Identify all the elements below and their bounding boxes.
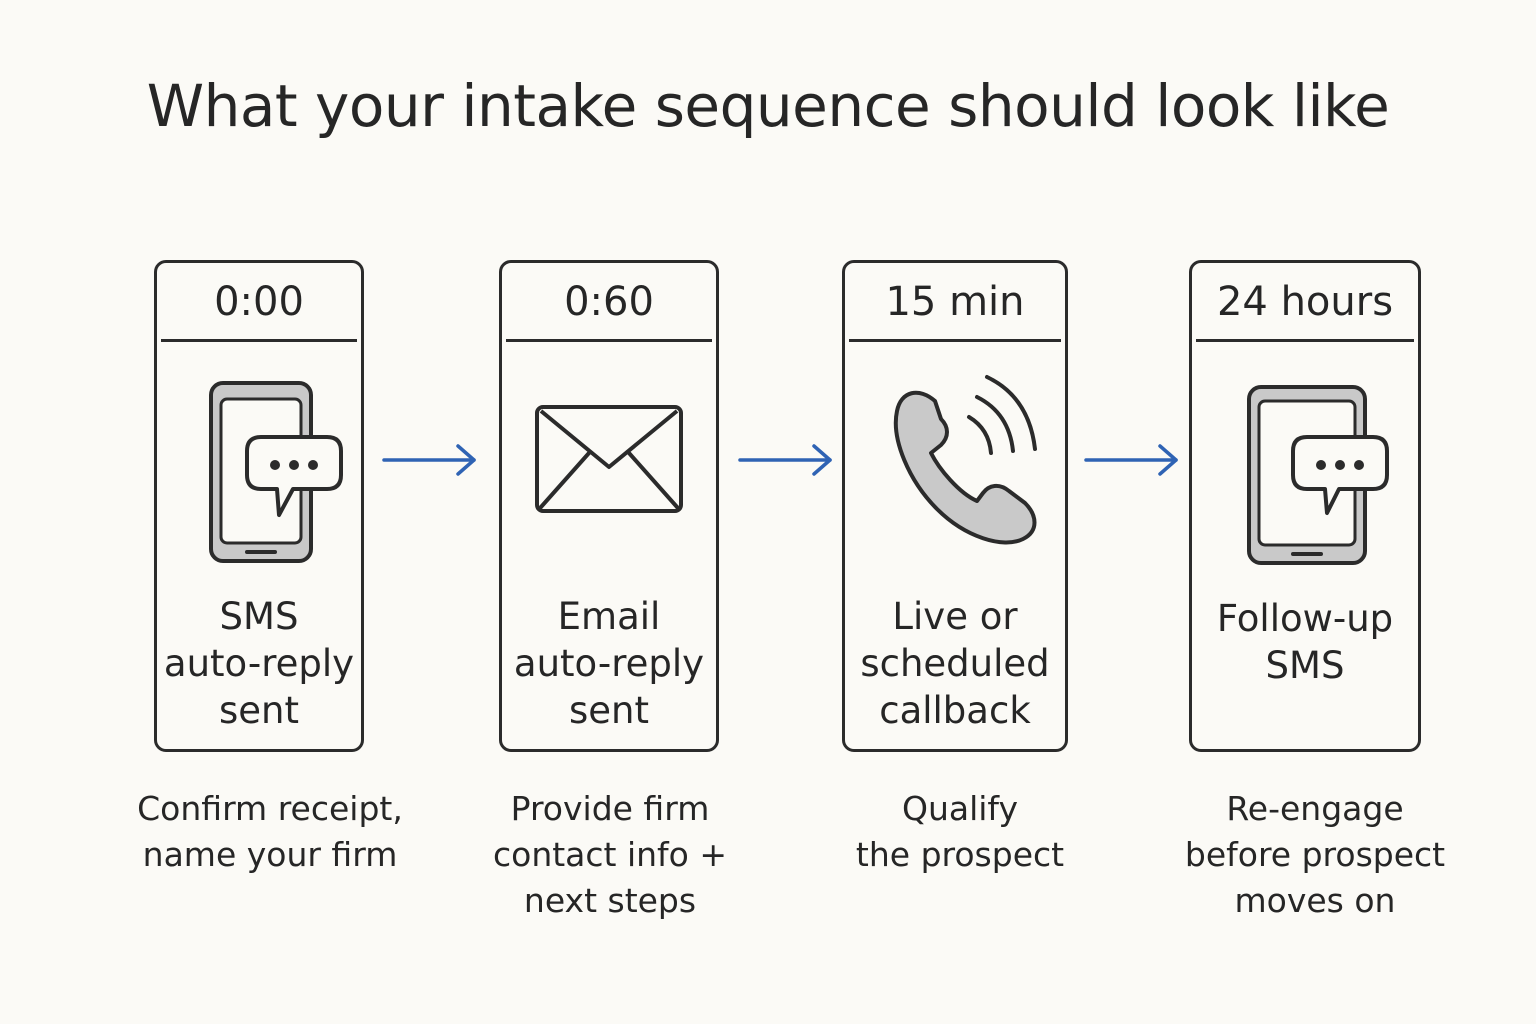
arrow-right-icon [738,444,832,476]
step-time: 24 hours [1216,279,1394,325]
divider [506,339,712,342]
step-caption-4: Re-engage before prospect moves on [1184,789,1446,920]
arrow-right-icon [382,444,476,476]
step-caption-2: Provide firm contact info + next steps [492,789,727,920]
diagram-title: What your intake sequence should look li… [146,72,1390,140]
step-card-2: 0:60 Email auto-reply sent [499,260,719,752]
step-card-3: 15 min Live or scheduled callback [842,260,1068,752]
step-caption-3: Qualify the prospect [855,789,1065,874]
step-time: 0:60 [564,279,654,325]
arrow-right-icon [1084,444,1178,476]
divider [161,339,357,342]
step-time: 15 min [885,279,1025,325]
step-caption-1: Confirm receipt, name your firm [137,789,403,874]
phone-handset-icon [893,375,1037,545]
phone-sms-icon [1247,385,1389,565]
step-label: Live or scheduled callback [860,595,1050,732]
step-label: Follow-up SMS [1216,597,1394,687]
divider [849,339,1061,342]
step-label: SMS auto-reply sent [163,595,355,732]
envelope-icon [535,405,683,513]
step-card-1: 0:00 SMS auto-reply sent [154,260,364,752]
phone-sms-icon [209,381,343,563]
step-card-4: 24 hours Follow-up SMS [1189,260,1421,752]
divider [1196,339,1414,342]
step-time: 0:00 [214,279,304,325]
step-label: Email auto-reply sent [513,595,705,732]
